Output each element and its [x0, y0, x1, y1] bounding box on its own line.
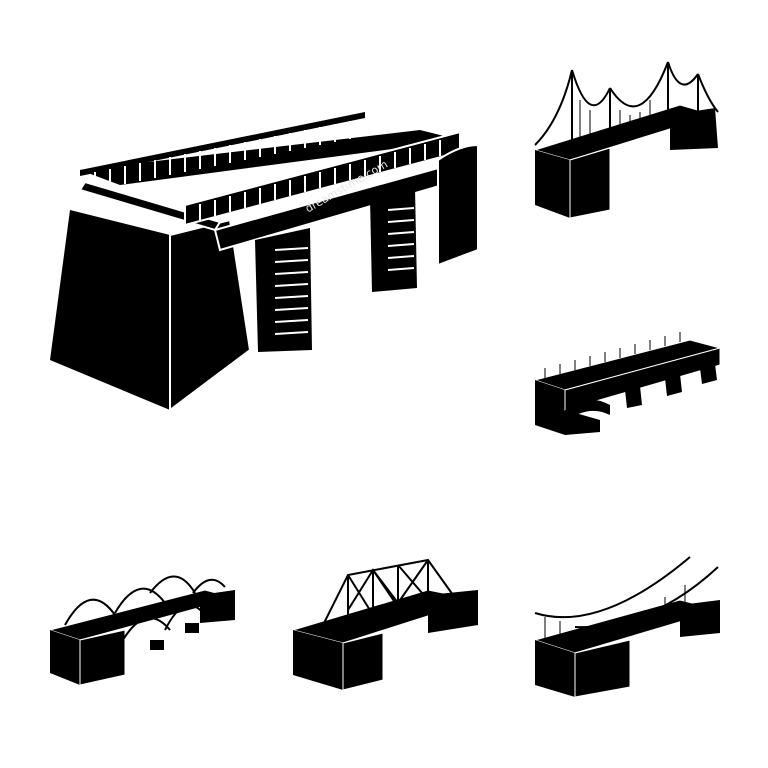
- truss-bridge-icon: [291, 558, 480, 691]
- viaduct-bridge-icon: [50, 112, 479, 412]
- rope-suspension-bridge-icon: [533, 556, 722, 698]
- arch-bridge-with-lamps-icon: [533, 332, 722, 435]
- bottom-bar: [0, 748, 768, 768]
- multi-arch-bridge-icon: [48, 575, 237, 686]
- suspension-bridge-icon: [533, 61, 719, 219]
